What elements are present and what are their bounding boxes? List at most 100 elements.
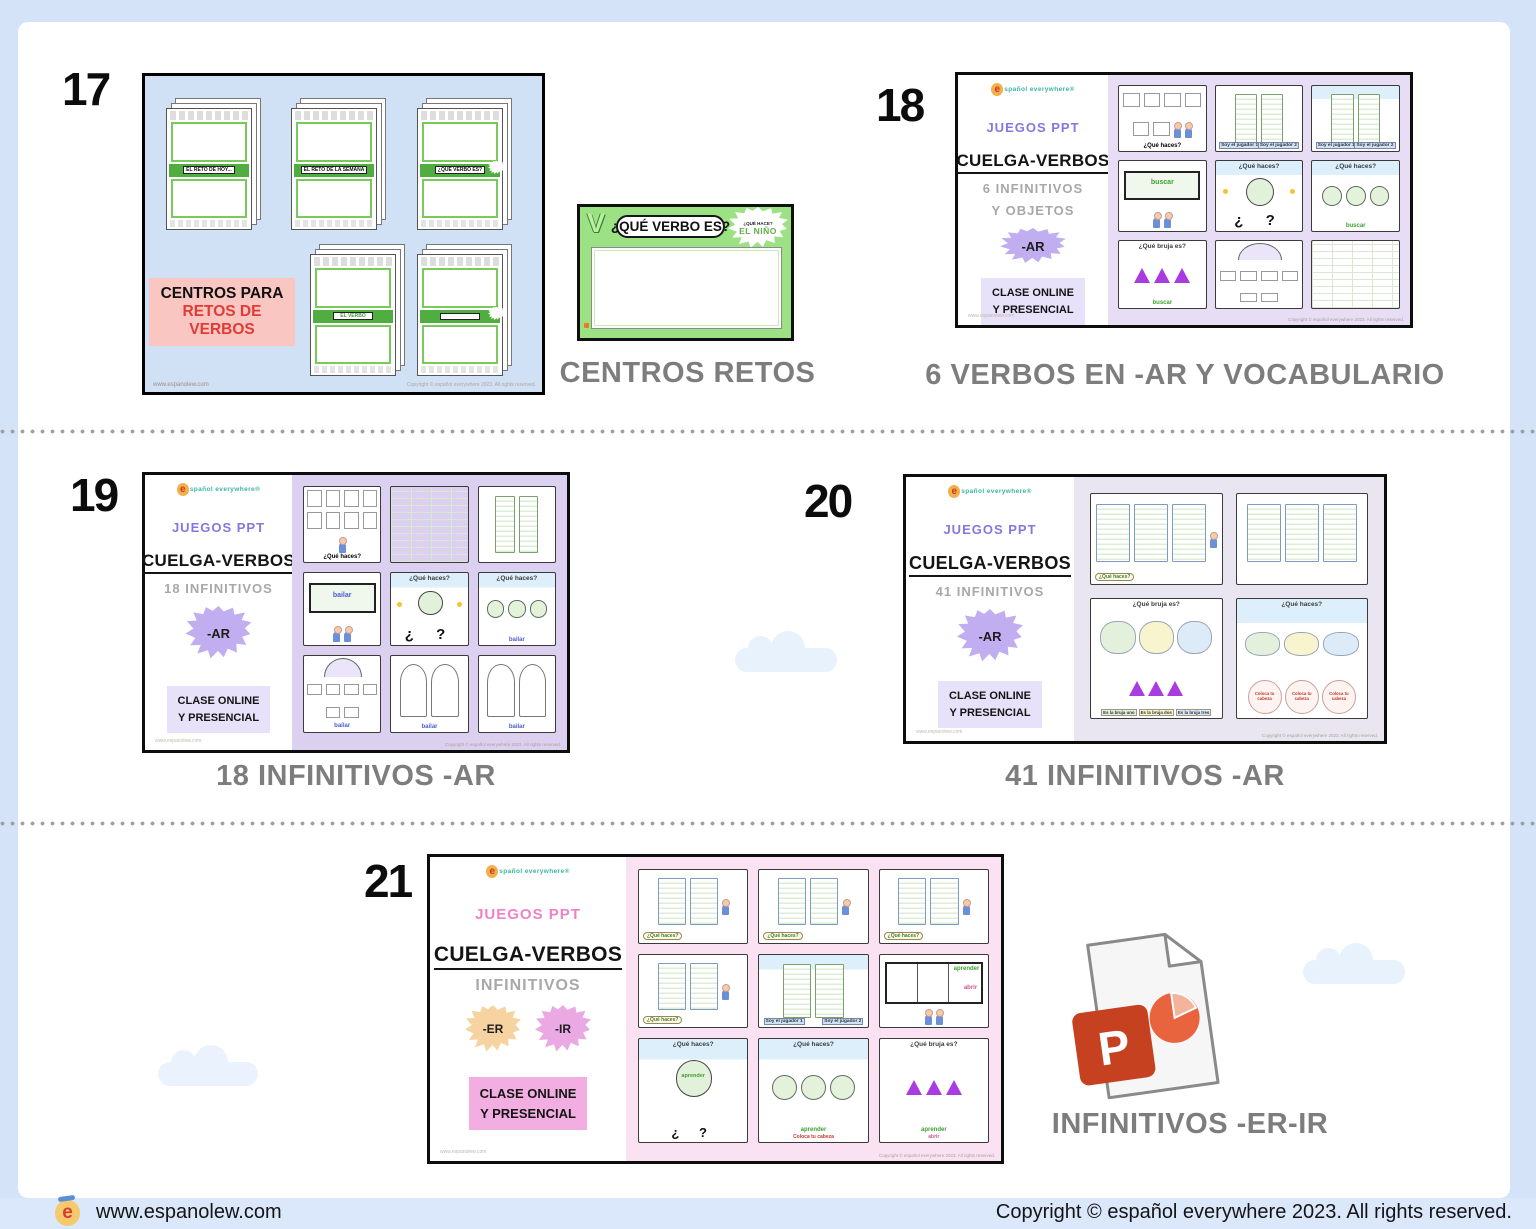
hat-decor-icon xyxy=(925,1080,942,1096)
thumbnail-url: www.espanolew.com xyxy=(440,1149,487,1155)
col-decor-icon xyxy=(1284,503,1319,562)
footer-website: www.espanolew.com xyxy=(96,1201,282,1223)
circle-decor-icon xyxy=(486,600,505,618)
cover-panel: e spañol everywhere® JUEGOS PPT CUELGA-V… xyxy=(430,857,626,1161)
mini-slide: ¿Qué haces? xyxy=(638,869,749,944)
label-line-2: RETOS DE VERBOS xyxy=(182,303,262,338)
card-decor-icon xyxy=(1132,121,1150,136)
card-decor-icon xyxy=(1123,92,1140,107)
col-decor-icon xyxy=(898,878,927,925)
arch-decor-icon xyxy=(487,663,515,718)
kid-decor-icon xyxy=(1184,121,1194,138)
espanolew-logo-icon: e xyxy=(55,1200,80,1226)
mini-slide: buscar xyxy=(1118,160,1207,233)
subtitle-1: 41 INFINITIVOS xyxy=(935,584,1045,599)
card-decor-icon xyxy=(307,512,322,529)
cloud-icon xyxy=(1303,943,1405,984)
thumbnail-url: www.espanolew.com xyxy=(968,313,1015,319)
item-17-number: 17 xyxy=(62,63,111,115)
mini-starburst-icon xyxy=(488,160,505,175)
thumbnail-url: www.espanolew.com xyxy=(916,729,963,735)
clase-online-box: CLASE ONLINE Y PRESENCIAL xyxy=(468,1077,588,1130)
er-starburst: -ER xyxy=(465,1005,521,1052)
ir-starburst: -IR xyxy=(535,1005,591,1052)
kid-decor-icon xyxy=(721,899,731,916)
mini-slide: ¿Qué haces?buscar xyxy=(1311,160,1400,233)
row-divider-2 xyxy=(0,821,1536,826)
col-decor-icon xyxy=(1260,94,1284,143)
cloud-icon xyxy=(735,631,837,672)
item-19-thumbnail: e spañol everywhere® JUEGOS PPT CUELGA-V… xyxy=(141,472,570,753)
col-decor-icon xyxy=(930,878,959,925)
item-18-number: 18 xyxy=(876,79,925,131)
clase-line-2: Y PRESENCIAL xyxy=(992,303,1074,316)
powerpoint-p-letter: P xyxy=(1095,1019,1133,1076)
card-decor-icon xyxy=(1153,121,1170,136)
col-decor-icon xyxy=(1133,503,1168,562)
thumbnail-copyright: Copyright © español everywhere 2023. All… xyxy=(444,742,561,747)
logo-e-icon: e xyxy=(176,483,189,496)
clase-line-1: CLASE ONLINE xyxy=(177,695,260,707)
thumbnail-copyright: Copyright © español everywhere 2023. All… xyxy=(406,382,536,388)
col-decor-icon xyxy=(657,878,686,925)
mini-slide: ¿Qué haces? xyxy=(638,953,749,1029)
card-stack-que-verbo-es: ¿QUÉ VERBO ES? xyxy=(417,98,512,230)
cover-panel: e spañol everywhere® JUEGOS PPT CUELGA-V… xyxy=(906,477,1074,741)
card-decor-icon xyxy=(1184,92,1202,107)
juegos-ppt-label: JUEGOS PPT xyxy=(986,120,1080,135)
clase-line-1: CLASE ONLINE xyxy=(992,287,1074,299)
kid-decor-icon xyxy=(1209,531,1219,548)
card-decor-icon xyxy=(1143,92,1161,107)
kid-decor-icon xyxy=(344,625,353,642)
card-decor-icon xyxy=(325,706,341,718)
item-20-caption: 41 INFINITIVOS -AR xyxy=(1005,760,1285,792)
card-decor-icon xyxy=(1164,92,1181,107)
mini-slide: bailar xyxy=(303,654,382,733)
clase-online-box: CLASE ONLINE Y PRESENCIAL xyxy=(981,278,1085,325)
card-banner: EL VERBO xyxy=(333,312,373,320)
card-decor-icon xyxy=(325,683,341,695)
dot-decor-icon xyxy=(1222,189,1228,195)
juegos-ppt-label: JUEGOS PPT xyxy=(171,520,266,535)
cloud-icon xyxy=(158,1045,258,1086)
col-decor-icon xyxy=(1322,503,1357,562)
arch-decor-icon xyxy=(400,663,428,718)
col-decor-icon xyxy=(815,963,844,1019)
hat-decor-icon xyxy=(1167,681,1184,697)
brand-name: spañol everywhere® xyxy=(189,486,261,493)
card-decor-icon xyxy=(307,683,322,695)
kid-decor-icon xyxy=(1153,212,1162,229)
col-decor-icon xyxy=(518,496,539,554)
item-20-thumbnail: e spañol everywhere® JUEGOS PPT CUELGA-V… xyxy=(903,474,1387,744)
slides-panel: ¿Qué haces? ¿Qué bruja es? Es la bruja u… xyxy=(1074,477,1384,741)
col-decor-icon xyxy=(1246,503,1281,562)
que-verbo-es-card: V ¿QUÉ VERBO ES? ¿QUÉ HACE? EL NIÑO xyxy=(577,204,794,341)
card-decor-icon xyxy=(344,489,359,507)
card-decor-icon xyxy=(344,706,359,718)
item-17-caption: CENTROS RETOS xyxy=(559,357,816,389)
logo-dot xyxy=(584,323,589,328)
card-decor-icon xyxy=(344,512,359,529)
ar-starburst: -AR xyxy=(957,609,1023,662)
circle-decor-icon xyxy=(800,1074,826,1100)
circle-decor-icon xyxy=(1369,186,1390,207)
cloudy-decor-icon xyxy=(1284,632,1320,656)
dot-decor-icon xyxy=(397,601,403,607)
label-line-1: CENTROS PARA xyxy=(160,285,284,302)
hat-decor-icon xyxy=(1174,267,1191,283)
mini-slide: bailar xyxy=(303,572,382,646)
ar-starburst: -AR xyxy=(185,606,252,659)
col-decor-icon xyxy=(783,963,812,1019)
hat-decor-icon xyxy=(1148,681,1165,697)
col-decor-icon xyxy=(495,496,515,554)
thumbnail-copyright: Copyright © español everywhere 2023. All… xyxy=(1287,317,1404,322)
item-18-caption: 6 VERBOS EN -AR Y VOCABULARIO xyxy=(925,359,1445,391)
col-decor-icon xyxy=(1357,94,1380,143)
thumbnail-copyright: Copyright © español everywhere 2023. All… xyxy=(1261,733,1378,738)
col-decor-icon xyxy=(689,878,718,925)
juegos-ppt-label: JUEGOS PPT xyxy=(943,522,1037,537)
